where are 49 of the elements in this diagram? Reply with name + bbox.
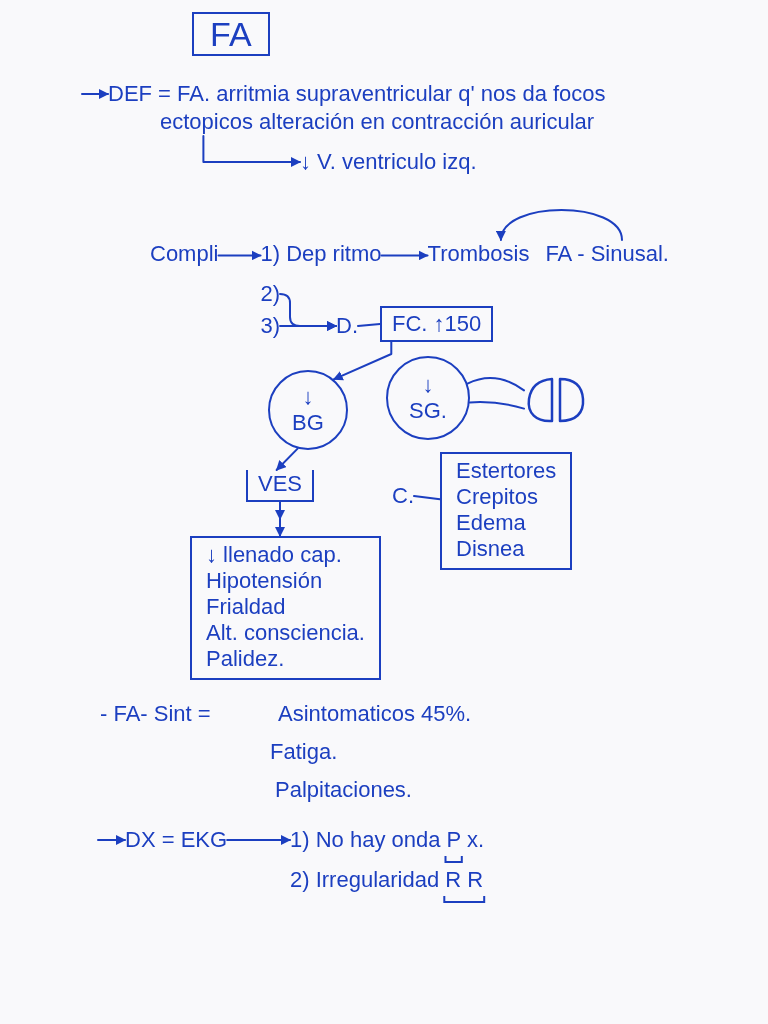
arrow xyxy=(380,250,429,261)
arrow xyxy=(332,341,393,381)
note-text: C. xyxy=(392,482,414,510)
connector-line xyxy=(357,323,381,327)
circle-node xyxy=(386,356,470,440)
note-text: 1) No hay onda P x. xyxy=(290,826,485,854)
list-item: Estertores xyxy=(456,458,557,484)
arrow xyxy=(226,835,291,845)
list-item: Alt. consciencia. xyxy=(206,620,365,646)
list-box xyxy=(190,536,381,680)
list-item: Frialdad xyxy=(206,594,287,620)
arrow xyxy=(217,250,262,261)
boxed-title: FA xyxy=(192,12,270,56)
connector-line xyxy=(413,495,441,501)
note-text: Asintomaticos 45%. xyxy=(278,700,472,728)
note-text: Trombosis xyxy=(427,240,530,268)
brace-connector xyxy=(279,321,337,331)
list-item: Edema xyxy=(456,510,527,536)
list-item: Disnea xyxy=(456,536,526,562)
list-item: Palidez. xyxy=(206,646,286,672)
circle-node xyxy=(268,370,348,450)
note-text: ↓ V. ventriculo izq. xyxy=(300,148,477,176)
arrow xyxy=(275,447,299,471)
note-text: - FA- Sint = xyxy=(100,700,211,728)
arrow xyxy=(275,501,285,537)
note-text: Compli xyxy=(150,240,219,268)
arrow xyxy=(97,835,126,845)
note-text: Fatiga. xyxy=(270,738,338,766)
note-text: DEF = FA. arritmia supraventricular q' nos da focos ectopicos alteración en contracción auricular xyxy=(108,80,638,136)
list-box xyxy=(440,452,573,570)
arrow xyxy=(81,89,109,99)
node-label: ↓ SG. xyxy=(408,372,448,424)
double-line xyxy=(466,377,525,410)
list-item: ↓ llenado cap. xyxy=(206,542,343,568)
note-text: D. xyxy=(336,312,358,340)
note-text: FA - Sinusal. xyxy=(545,240,669,268)
node-label: ↓ BG xyxy=(291,384,325,436)
list-item: Hipotensión xyxy=(206,568,324,594)
note-text: 2) xyxy=(260,280,281,308)
note-text: 1) Dep ritmo xyxy=(260,240,382,268)
note-text: 3) xyxy=(260,312,281,340)
framed-label: FC. ↑150 xyxy=(380,306,494,342)
curved-arrow xyxy=(498,209,623,241)
note-text: DX = EKG xyxy=(125,826,228,854)
note-text: Palpitaciones. xyxy=(275,776,412,804)
list-item: Crepitos xyxy=(456,484,539,510)
arrow xyxy=(202,135,301,167)
note-text: 2) Irregularidad R R xyxy=(290,866,484,894)
bracketed-label: VES xyxy=(246,470,315,502)
